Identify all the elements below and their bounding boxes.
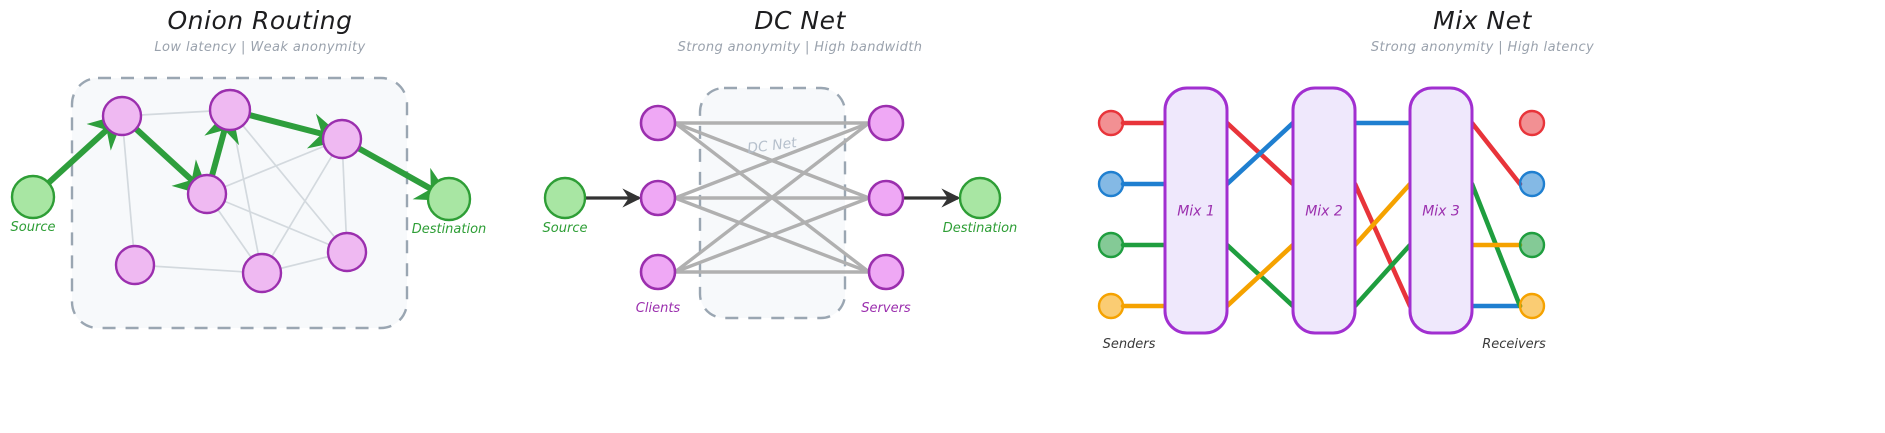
dc-mesh-link <box>674 196 870 274</box>
clients-label: Clients <box>636 301 681 316</box>
mesh-link <box>134 264 263 274</box>
mesh-link <box>261 138 343 274</box>
relay-node[interactable] <box>326 231 368 273</box>
mix-3-label: Mix 3 <box>1422 204 1460 220</box>
mix-hop-link-red <box>1469 120 1523 187</box>
onion-routing-graph: Source Destination <box>10 76 487 330</box>
source-label: Source <box>543 221 588 236</box>
server-node[interactable] <box>867 104 905 142</box>
mix-net-graph: Mix 1 Mix 2 Mix 3 Senders Receivers <box>1097 86 1546 352</box>
destination-node[interactable] <box>958 176 1002 220</box>
dc-mesh-link <box>674 121 870 200</box>
receiver-orange[interactable] <box>1518 292 1546 320</box>
client-node[interactable] <box>639 253 677 291</box>
panel-mix-net: Mix Net Strong anonymity | High latency … <box>1080 0 1885 433</box>
panel-title-onion-routing: Onion Routing <box>167 6 353 35</box>
sender-orange[interactable] <box>1097 292 1125 320</box>
client-node[interactable] <box>639 179 677 217</box>
mix-2-box[interactable] <box>1291 86 1357 335</box>
relay-node[interactable] <box>208 88 252 132</box>
receiver-green[interactable] <box>1518 231 1546 259</box>
mix-hop-link-green <box>1352 242 1413 309</box>
relay-node[interactable] <box>114 244 156 286</box>
panel-dc-net: DC Net Strong anonymity | High bandwidth… <box>520 0 1080 433</box>
panel-onion-routing: Onion Routing Low latency | Weak anonymi… <box>0 0 520 433</box>
mix-1-label: Mix 1 <box>1177 204 1215 220</box>
mix-3-box[interactable] <box>1408 86 1474 335</box>
destination-label: Destination <box>412 222 487 237</box>
destination-label: Destination <box>943 221 1018 236</box>
client-node[interactable] <box>639 104 677 142</box>
sender-green[interactable] <box>1097 231 1125 259</box>
dc-mesh-link <box>673 121 871 274</box>
sender-blue[interactable] <box>1097 170 1125 198</box>
relay-node[interactable] <box>101 95 143 137</box>
source-label: Source <box>11 220 56 235</box>
server-node[interactable] <box>867 179 905 217</box>
panel-subtitle-onion-routing: Low latency | Weak anonymity <box>154 40 366 55</box>
mix-hop-link-orange <box>1352 181 1413 248</box>
mix-hop-link-orange <box>1224 242 1296 309</box>
receivers-label: Receivers <box>1482 337 1546 352</box>
mix-hop-link-red <box>1352 181 1413 309</box>
route-segment <box>45 113 126 187</box>
server-node[interactable] <box>867 253 905 291</box>
receiver-blue[interactable] <box>1518 170 1546 198</box>
destination-node[interactable] <box>426 176 472 222</box>
dc-net-cloud-label: DC Net <box>746 135 798 157</box>
receiver-red[interactable] <box>1518 109 1546 137</box>
source-node[interactable] <box>543 176 587 220</box>
source-node[interactable] <box>10 174 56 220</box>
relay-node[interactable] <box>321 118 363 160</box>
mix-2-label: Mix 2 <box>1305 204 1343 220</box>
panel-subtitle-mix-net: Strong anonymity | High latency <box>1370 40 1595 55</box>
panel-title-dc-net: DC Net <box>754 6 846 35</box>
mesh-link <box>229 109 348 253</box>
servers-label: Servers <box>861 301 911 316</box>
panel-subtitle-dc-net: Strong anonymity | High bandwidth <box>677 40 923 55</box>
senders-label: Senders <box>1103 337 1156 352</box>
relay-node[interactable] <box>186 173 228 215</box>
mesh-link <box>206 193 348 253</box>
relay-node[interactable] <box>241 252 283 294</box>
mix-1-box[interactable] <box>1163 86 1229 335</box>
sender-red[interactable] <box>1097 109 1125 137</box>
panel-title-mix-net: Mix Net <box>1433 6 1532 35</box>
mix-hop-link-blue <box>1224 120 1296 187</box>
